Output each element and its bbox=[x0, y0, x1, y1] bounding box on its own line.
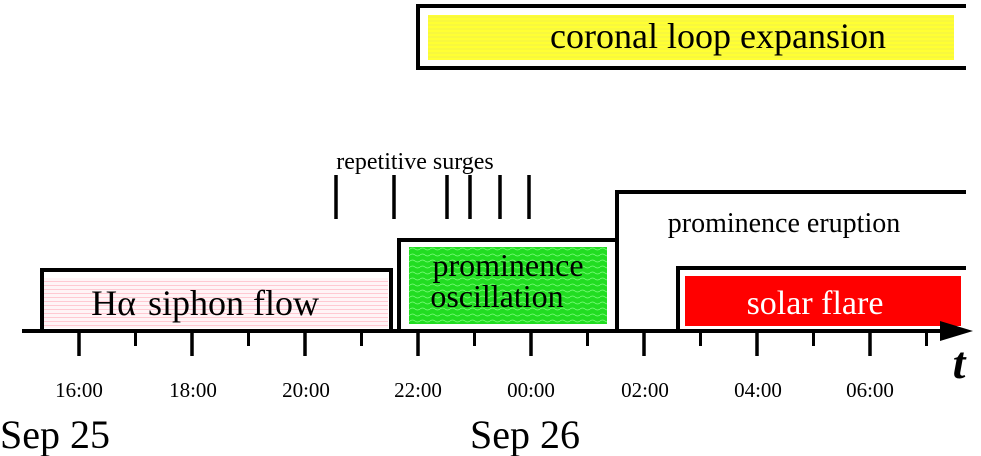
tick-label: 22:00 bbox=[394, 378, 442, 402]
prominence-oscillation-bar: prominence oscillation bbox=[397, 238, 619, 331]
solar-flare-fill bbox=[685, 276, 961, 326]
coronal-loop-expansion-label: coronal loop expansion bbox=[550, 16, 886, 56]
time-axis-symbol: t bbox=[953, 337, 967, 388]
tick-label: 18:00 bbox=[169, 378, 217, 402]
prominence-oscillation-fill bbox=[409, 247, 607, 324]
repetitive-surges-label: repetitive surges bbox=[336, 149, 494, 175]
coronal-loop-fill bbox=[428, 15, 954, 60]
date-label-sep-26: Sep 26 bbox=[470, 412, 580, 456]
prominence-oscillation-label-line2: oscillation bbox=[430, 278, 563, 314]
repetitive-surges: repetitive surges bbox=[334, 149, 531, 219]
prominence-eruption-bar: prominence eruption bbox=[615, 190, 966, 331]
axis-arrowhead bbox=[940, 321, 973, 341]
tick-label: 06:00 bbox=[846, 378, 894, 402]
time-axis: t bbox=[22, 321, 973, 388]
tick-label: 04:00 bbox=[734, 378, 782, 402]
tick-labels: 16:00 18:00 20:00 22:00 00:00 02:00 04:0… bbox=[55, 378, 894, 402]
prominence-oscillation-label-line1: prominence bbox=[432, 247, 583, 283]
tick-label: 16:00 bbox=[55, 378, 103, 402]
coronal-loop-expansion-bar: coronal loop expansion bbox=[416, 4, 966, 70]
tick-label: 00:00 bbox=[507, 378, 555, 402]
solar-flare-bar: solar flare bbox=[676, 266, 966, 331]
siphon-flow-fill bbox=[44, 278, 388, 328]
tick-label: 02:00 bbox=[621, 378, 669, 402]
tick-label: 20:00 bbox=[282, 378, 330, 402]
solar-flare-label: solar flare bbox=[747, 285, 884, 322]
date-label-sep-25: Sep 25 bbox=[0, 412, 110, 456]
axis-ticks bbox=[77, 333, 928, 356]
prominence-eruption-label: prominence eruption bbox=[668, 208, 900, 239]
